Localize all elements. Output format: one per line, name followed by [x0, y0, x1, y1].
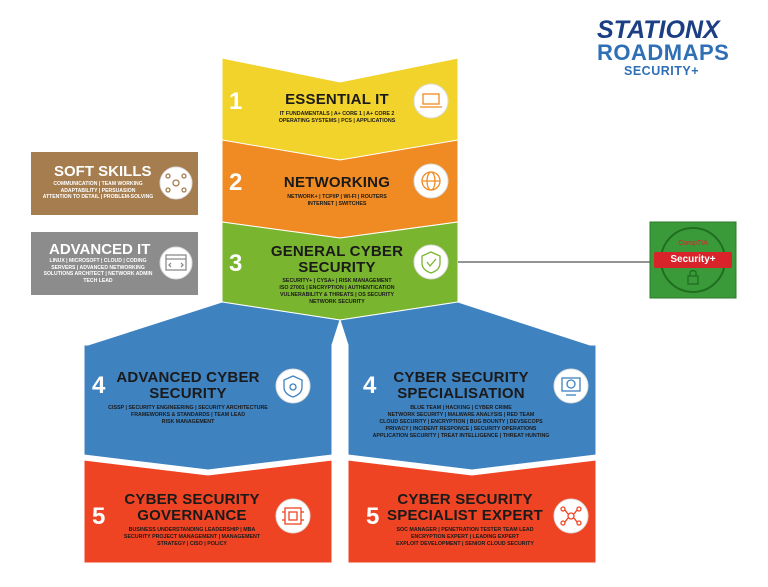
- globe-network-icon: [421, 171, 441, 191]
- padlock-icon: [687, 269, 699, 285]
- step-5a-block[interactable]: CYBER SECURITY GOVERNANCE BUSINESS UNDER…: [110, 492, 274, 548]
- network-nodes-icon: [560, 506, 582, 526]
- step-4b-title: CYBER SECURITY SPECIALISATION: [393, 369, 529, 402]
- advanced-it-subtitle: LINUX | MICROSOFT | CLOUD | CODING SERVE…: [43, 258, 153, 284]
- advanced-it-title: ADVANCED IT: [49, 241, 151, 258]
- step-2-subtitle: NETWORK+ | TCP/IP | WI-FI | ROUTERS INTE…: [287, 194, 387, 207]
- cert-name: Security+: [670, 254, 716, 265]
- step-4a-subtitle: CISSP | SECURITY ENGINEERING | SECURITY …: [108, 405, 268, 425]
- cert-badge: [654, 252, 732, 268]
- step-4a-shape: [83, 301, 341, 471]
- step-5b-shape: [347, 459, 597, 564]
- soft-skills-subtitle: COMMUNICATION | TEAM WORKING ADAPTABILIT…: [42, 181, 154, 201]
- step-5a-shape: [83, 459, 333, 564]
- step-1-title: ESSENTIAL IT: [285, 91, 389, 108]
- brand-subtitle: SECURITY+: [624, 64, 700, 78]
- laptop-tools-icon: [420, 93, 442, 108]
- step-3-block[interactable]: GENERAL CYBER SECURITY SECURITY+ | CYSA+…: [262, 244, 412, 306]
- step-5b-title: CYBER SECURITY SPECIALIST EXPERT: [387, 491, 543, 524]
- step-4b-number: 4: [363, 372, 377, 399]
- step-4b-shape: [339, 301, 597, 471]
- step-5b-number: 5: [366, 503, 380, 530]
- step-4a-title: ADVANCED CYBER SECURITY: [116, 369, 260, 402]
- step-1-subtitle: IT FUNDAMENTALS | A+ CORE 1 | A+ CORE 2 …: [278, 111, 396, 124]
- step-4b-block[interactable]: CYBER SECURITY SPECIALISATION BLUE TEAM …: [372, 370, 550, 440]
- step-5a-subtitle: BUSINESS UNDERSTANDING LEADERSHIP | MBA …: [123, 527, 261, 547]
- step-5b-block[interactable]: CYBER SECURITY SPECIALIST EXPERT SOC MAN…: [380, 492, 550, 548]
- step-4a-block[interactable]: ADVANCED CYBER SECURITY CISSP | SECURITY…: [104, 370, 272, 426]
- step-5a-number: 5: [92, 503, 106, 530]
- step-4b-subtitle: BLUE TEAM | HACKING | CYBER CRIME NETWOR…: [372, 405, 550, 439]
- step-2-number: 2: [229, 169, 243, 196]
- camera-monitor-icon: [561, 377, 581, 396]
- step-1-number: 1: [229, 88, 243, 115]
- people-network-icon: [165, 173, 187, 193]
- step-3-number: 3: [229, 250, 243, 277]
- step-1-block[interactable]: ESSENTIAL IT IT FUNDAMENTALS | A+ CORE 1…: [262, 92, 412, 125]
- soft-skills-title: SOFT SKILLS: [54, 163, 152, 180]
- step-2-block[interactable]: NETWORKING NETWORK+ | TCP/IP | WI-FI | R…: [262, 175, 412, 208]
- brand-roadmaps: ROADMAPS: [597, 40, 730, 65]
- brand-stationx: STATIONX: [597, 16, 720, 44]
- step-3-title: GENERAL CYBER SECURITY: [270, 243, 404, 276]
- step-2-title: NETWORKING: [283, 174, 391, 191]
- shield-check-icon: [421, 251, 441, 274]
- fingerprint-shield-icon: [283, 375, 303, 398]
- step-5b-subtitle: SOC MANAGER | PENETRATION TESTER TEAM LE…: [396, 527, 534, 547]
- step-5a-title: CYBER SECURITY GOVERNANCE: [124, 491, 260, 524]
- code-window-icon: [165, 254, 187, 271]
- step-4a-number: 4: [92, 372, 106, 399]
- cert-vendor: CompTIA: [678, 240, 708, 247]
- chip-icon: [282, 507, 304, 525]
- step-3-subtitle: SECURITY+ | CYSA+ | RISK MANAGEMENT ISO …: [279, 278, 395, 305]
